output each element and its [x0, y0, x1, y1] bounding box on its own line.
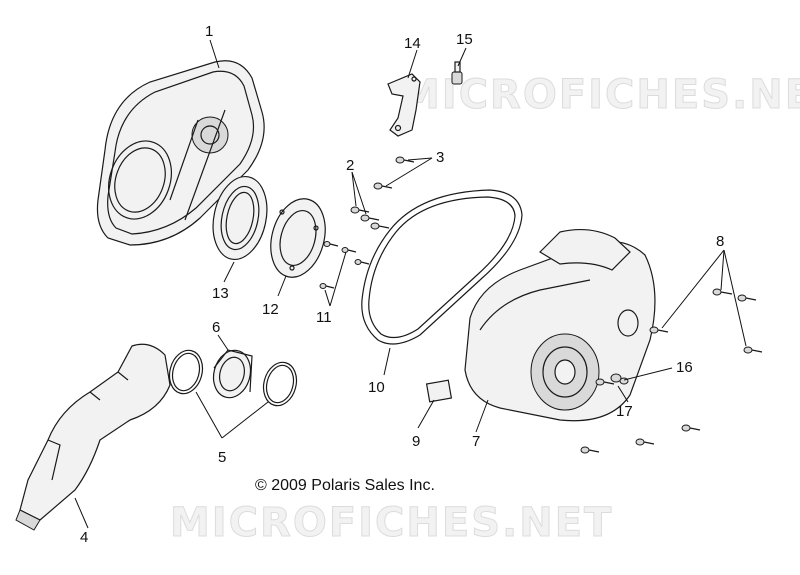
- bolt-group-11: [319, 241, 370, 289]
- leader-lines: [74, 39, 747, 529]
- callout-16: 16: [676, 359, 693, 376]
- watermark-top: MICROFICHES.NET: [400, 72, 800, 118]
- callout-9: 9: [412, 433, 420, 450]
- callout-12: 12: [262, 301, 279, 318]
- callout-labels: 1 2 3 4 5 6 7 8 9 10 11 12 13 14 15 16 1…: [80, 23, 724, 546]
- part-bracket: [387, 73, 421, 137]
- callout-1: 1: [205, 23, 213, 40]
- callout-5: 5: [218, 449, 226, 466]
- callout-13: 13: [212, 285, 229, 302]
- part-decal: [425, 379, 453, 403]
- part-duct-adapter: [212, 349, 253, 399]
- bolt-group-8: [580, 288, 763, 454]
- callout-4: 4: [80, 529, 88, 546]
- callout-8: 8: [716, 233, 724, 250]
- bolt-group-2-3: [350, 156, 415, 230]
- copyright-notice: © 2009 Polaris Sales Inc.: [255, 477, 435, 494]
- callout-2: 2: [346, 157, 354, 174]
- callout-7: 7: [472, 433, 480, 450]
- callout-10: 10: [368, 379, 385, 396]
- part-inner-cover: [464, 228, 656, 422]
- part-plate: [270, 198, 326, 278]
- callout-15: 15: [456, 31, 473, 48]
- part-outer-cover: [96, 60, 265, 246]
- callout-14: 14: [404, 35, 421, 52]
- part-sensor: [451, 61, 463, 85]
- callout-11: 11: [316, 309, 332, 326]
- watermark-bottom: MICROFICHES.NET: [170, 500, 613, 546]
- part-drive-belt: [361, 189, 523, 345]
- callout-3: 3: [436, 149, 444, 166]
- part-intake-duct: [15, 343, 171, 531]
- part-clamps: [168, 349, 298, 407]
- callout-17: 17: [616, 403, 633, 420]
- callout-6: 6: [212, 319, 220, 336]
- part-seal-ring: [212, 175, 268, 261]
